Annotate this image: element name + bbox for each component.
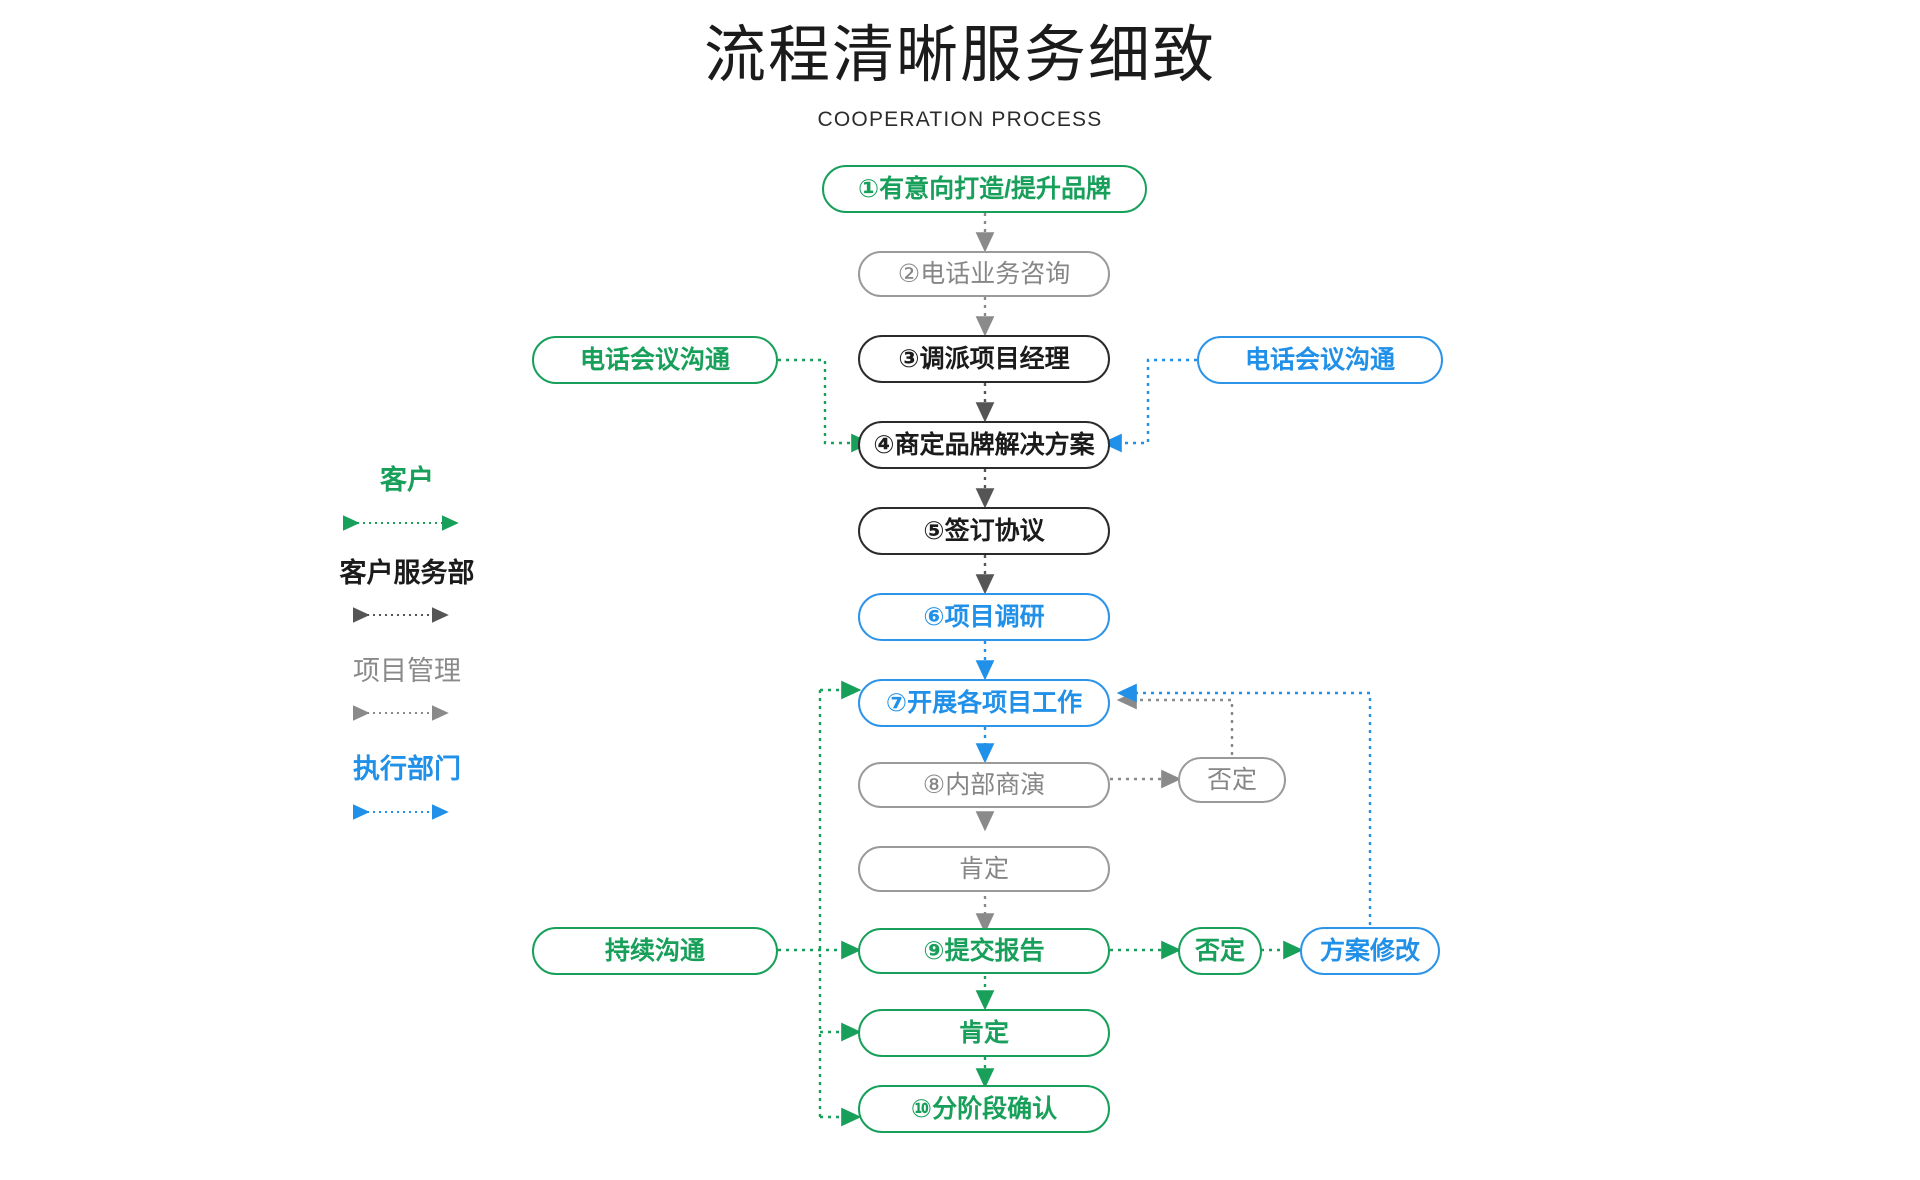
side-node-label: 电话会议沟通	[1244, 345, 1395, 374]
side-node-ongoing-communication[interactable]: 持续沟通	[532, 927, 778, 975]
side-node-label: 否定	[1194, 936, 1245, 965]
flow-node-step-6[interactable]: ⑥项目调研	[858, 593, 1110, 641]
flow-node-step-2[interactable]: ②电话业务咨询	[858, 251, 1110, 297]
flow-node-step-1[interactable]: ①有意向打造/提升品牌	[822, 165, 1147, 213]
side-node-plan-revision[interactable]: 方案修改	[1300, 927, 1440, 975]
lane-label-text: 客户	[380, 465, 434, 495]
side-node-call-meeting-right[interactable]: 电话会议沟通	[1197, 336, 1443, 384]
flow-node-step-3[interactable]: ③调派项目经理	[858, 335, 1110, 383]
side-node-reject-lower[interactable]: 否定	[1178, 927, 1262, 975]
flow-node-label: ⑧内部商演	[922, 770, 1046, 799]
side-node-label: 电话会议沟通	[579, 345, 730, 374]
side-node-label: 持续沟通	[604, 936, 705, 965]
flow-node-label: ⑦开展各项目工作	[885, 688, 1083, 717]
flow-node-label: ①有意向打造/提升品牌	[857, 174, 1112, 203]
lane-label-project-management: 项目管理	[300, 658, 514, 685]
flow-node-label: ⑤签订协议	[923, 516, 1045, 545]
flow-node-label: 肯定	[958, 1018, 1009, 1047]
lane-label-customer-service: 客户服务部	[280, 560, 534, 587]
flow-node-label: ⑩分阶段确认	[910, 1094, 1058, 1123]
flow-node-label: ②电话业务咨询	[897, 259, 1071, 288]
flow-node-step-8[interactable]: ⑧内部商演	[858, 762, 1110, 808]
lane-label-text: 项目管理	[353, 656, 461, 686]
flow-node-affirm-lower[interactable]: 肯定	[858, 1009, 1110, 1057]
flow-node-step-7[interactable]: ⑦开展各项目工作	[858, 679, 1110, 727]
page-subtitle: COOPERATION PROCESS	[817, 108, 1103, 131]
flow-node-affirm-upper[interactable]: 肯定	[858, 846, 1110, 892]
side-node-reject-upper[interactable]: 否定	[1178, 757, 1286, 803]
flow-node-label: ⑨提交报告	[923, 936, 1045, 965]
flow-node-step-5[interactable]: ⑤签订协议	[858, 507, 1110, 555]
lane-label-customer: 客户	[310, 467, 504, 494]
flow-node-step-9[interactable]: ⑨提交报告	[858, 928, 1110, 974]
page-title: 流程清晰服务细致	[703, 21, 1216, 90]
lane-label-execution: 执行部门	[300, 756, 514, 783]
lane-label-text: 执行部门	[353, 754, 461, 784]
side-node-label: 方案修改	[1319, 936, 1420, 965]
lane-label-text: 客户服务部	[339, 558, 475, 588]
flow-node-step-10[interactable]: ⑩分阶段确认	[858, 1085, 1110, 1133]
flow-node-label: 肯定	[958, 854, 1009, 883]
flow-node-step-4[interactable]: ④商定品牌解决方案	[858, 421, 1110, 469]
side-node-label: 否定	[1206, 765, 1257, 794]
flow-node-label: ④商定品牌解决方案	[873, 430, 1095, 459]
side-node-call-meeting-left[interactable]: 电话会议沟通	[532, 336, 778, 384]
flow-node-label: ③调派项目经理	[898, 344, 1070, 373]
flow-node-label: ⑥项目调研	[923, 602, 1045, 631]
